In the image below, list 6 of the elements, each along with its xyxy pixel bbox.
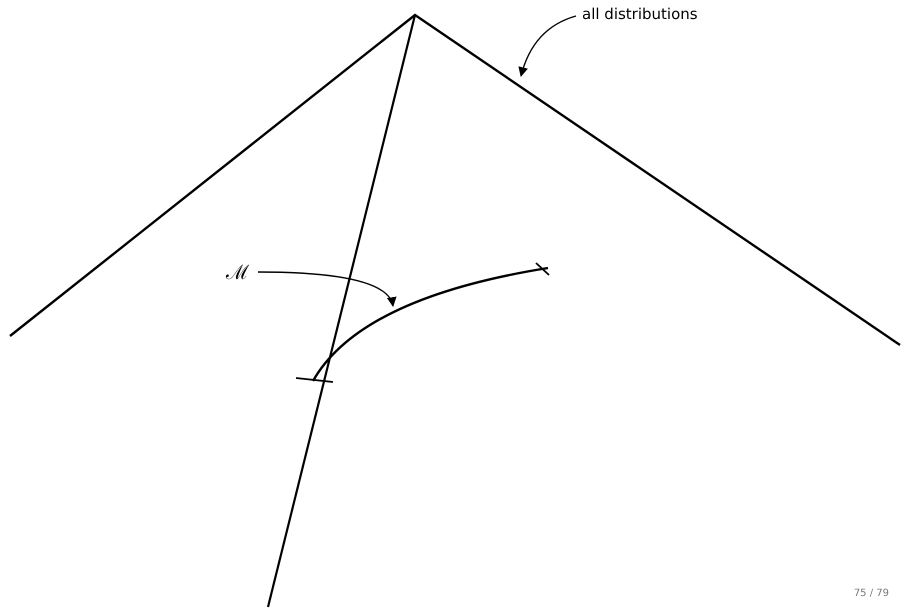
model-curve xyxy=(296,262,550,383)
leader-line xyxy=(258,271,396,307)
page-number: 75 / 79 xyxy=(854,589,889,599)
math-symbol: ℳ xyxy=(226,262,249,282)
leader-line xyxy=(518,15,576,77)
annotation-text: all distributions xyxy=(582,7,698,22)
